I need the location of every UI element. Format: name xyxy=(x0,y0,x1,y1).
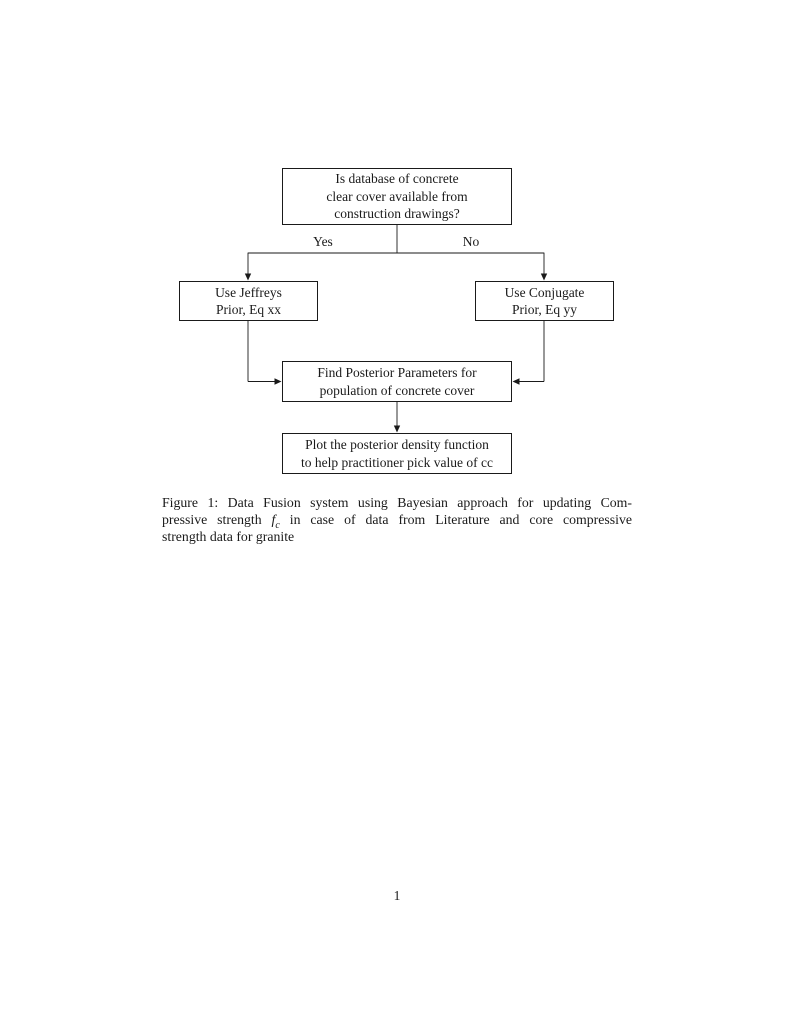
flowchart-node-jeffreys-prior: Use Jeffreys Prior, Eq xx xyxy=(179,281,318,321)
decision-line-1: Is database of concrete xyxy=(335,171,459,187)
branch-label-yes: Yes xyxy=(313,234,333,249)
caption-math-fc: f xyxy=(271,512,276,528)
caption-line-1: Figure 1: Data Fusion system using Bayes… xyxy=(162,495,632,510)
caption-line-3: strength data for granite xyxy=(162,529,295,545)
arrowhead-conjugate xyxy=(512,378,520,385)
decision-line-3: construction drawings? xyxy=(334,206,460,222)
caption-math-fc-subscript: c xyxy=(275,519,280,531)
caption-line-2-text-before: pressive strength xyxy=(162,512,262,528)
decision-line-2: clear cover available from xyxy=(326,188,468,204)
page-number: 1 xyxy=(393,888,401,903)
plot-line-1: Plot the posterior density function xyxy=(305,437,489,452)
flowchart-node-plot-density: Plot the posterior density function to h… xyxy=(282,433,512,474)
conjugate-line-1: Use Conjugate xyxy=(504,284,585,300)
arrowhead-no xyxy=(540,273,548,281)
caption-line-2-text-after: in case of data from Literature and core… xyxy=(289,512,632,528)
flowchart-node-conjugate-prior: Use Conjugate Prior, Eq yy xyxy=(475,281,614,321)
flowchart-node-find-posterior: Find Posterior Parameters for population… xyxy=(282,361,512,402)
posterior-line-1: Find Posterior Parameters for xyxy=(317,365,477,380)
arrowhead-jeffreys xyxy=(274,378,282,385)
jeffreys-line-2: Prior, Eq xx xyxy=(215,302,282,317)
figure-caption: Figure 1: Data Fusion system using Bayes… xyxy=(162,494,632,546)
posterior-line-2: population of concrete cover xyxy=(319,382,475,398)
conjugate-line-2: Prior, Eq yy xyxy=(511,302,578,317)
caption-line-2: pressive strength fc in case of data fro… xyxy=(162,511,632,531)
plot-line-2: to help practitioner pick value of cc xyxy=(301,454,493,470)
branch-label-no: No xyxy=(462,234,480,249)
arrowhead-yes xyxy=(244,273,252,281)
flowchart-node-decision: Is database of concrete clear cover avai… xyxy=(282,168,512,225)
jeffreys-line-1: Use Jeffreys xyxy=(215,284,282,300)
arrowhead-plot xyxy=(393,425,401,433)
